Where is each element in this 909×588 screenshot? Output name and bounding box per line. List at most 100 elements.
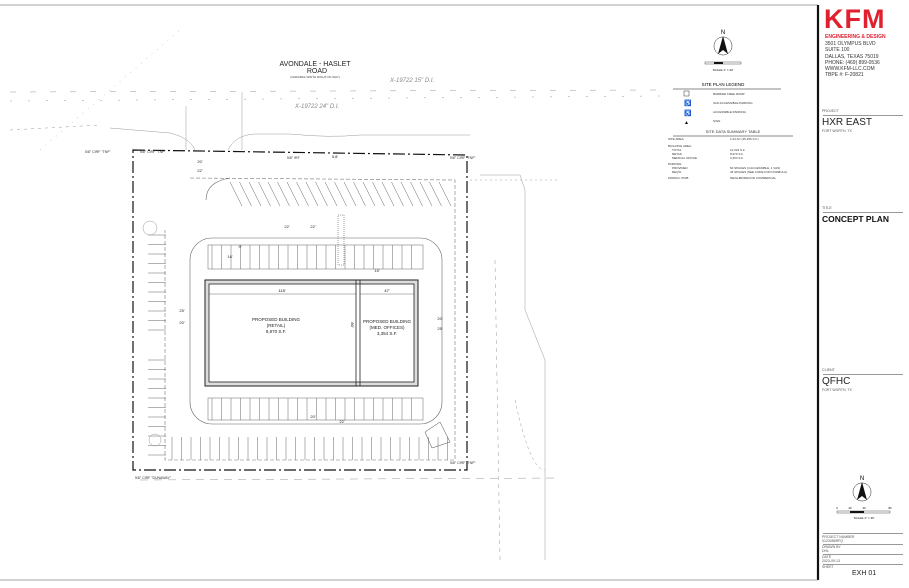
parking-stall-line xyxy=(229,181,243,207)
svg-text:MEDICAL OFFICE: MEDICAL OFFICE xyxy=(672,156,697,160)
svg-text:PROVIDED: PROVIDED xyxy=(672,166,689,170)
parking-stall-line xyxy=(372,181,385,207)
dim-building-depth: 80' xyxy=(350,322,355,327)
tree xyxy=(142,220,158,236)
svg-text:5/8" CIRF "DUNAWAY": 5/8" CIRF "DUNAWAY" xyxy=(135,476,172,480)
parking-stall-line xyxy=(353,181,366,207)
parking-stall-line xyxy=(277,181,290,207)
van-accessible-parking-icon: ♿ xyxy=(684,99,692,107)
svg-text:5/8" CIRF "TNP": 5/8" CIRF "TNP" xyxy=(140,150,166,154)
parking-stall-line xyxy=(381,181,395,207)
parking-stall-line xyxy=(248,181,262,207)
sheet-number: EXH 01 xyxy=(852,570,877,577)
north-arrow-top: N SCALE 1" = 20' xyxy=(704,30,742,72)
svg-text:18': 18' xyxy=(227,254,232,259)
kfm-logo: KFM xyxy=(824,4,886,34)
drawn-by-label: DRAWN BY xyxy=(822,545,841,549)
parking-stall-line xyxy=(239,181,252,207)
project-label: PROJECT xyxy=(822,109,839,113)
site-data-summary-table: SITE DATA SUMMARY TABLE SITE AREA:1.04 A… xyxy=(668,129,793,180)
parking-stall-line xyxy=(400,181,414,207)
svg-text:22': 22' xyxy=(284,224,289,229)
parking-stall-line xyxy=(258,181,271,207)
svg-text:20': 20' xyxy=(179,320,184,325)
company-address: 3501 OLYMPUS BLVD SUITE 100 DALLAS, TEXA… xyxy=(825,41,880,79)
svg-text:5/8" CIRF "TNP": 5/8" CIRF "TNP" xyxy=(450,461,476,465)
svg-text:PROPOSED BUILDING: PROPOSED BUILDING xyxy=(252,317,301,322)
kfm-logo-subtitle: ENGINEERING & DESIGN xyxy=(825,34,886,40)
svg-text:15': 15' xyxy=(374,268,379,273)
road-linework xyxy=(9,29,661,561)
drive-aisle-curb xyxy=(189,237,443,425)
road-name-line2: ROAD xyxy=(307,68,327,75)
client-name: QFHC xyxy=(822,376,851,387)
proposed-building xyxy=(204,279,419,387)
dim-office-width: 47' xyxy=(384,288,389,293)
svg-text:22': 22' xyxy=(310,224,315,229)
svg-text:RETAIL: RETAIL xyxy=(672,152,683,156)
dim-retail-width: 115' xyxy=(278,288,285,293)
project-name: HXR EAST xyxy=(822,117,873,128)
svg-text:5.8': 5.8' xyxy=(332,154,339,159)
svg-text:SITE AREA:: SITE AREA: xyxy=(668,137,685,141)
svg-text:REQ'D: REQ'D xyxy=(672,170,682,174)
property-boundary xyxy=(132,149,468,471)
parking-stalls xyxy=(148,181,452,460)
svg-text:(MED. OFFICES): (MED. OFFICES) xyxy=(370,325,405,330)
parking-stall-line xyxy=(410,181,423,207)
driveway-curb xyxy=(205,177,231,201)
svg-text:5/8" CIRF "TNP": 5/8" CIRF "TNP" xyxy=(85,150,111,154)
utility-label-15in: X-19722 15" D.I. xyxy=(389,78,434,84)
pavement-edge xyxy=(164,177,456,461)
dimension-labels: 20' 22' 5.8' 22' 22' 9' 18' 15' 25' 20' … xyxy=(179,154,442,424)
right-of-way-note: (VARIABLE WIDTH RIGHT-OF-WAY) xyxy=(290,75,340,79)
svg-text:46 SPACES (SEE CODE FOR FORMUL: 46 SPACES (SEE CODE FOR FORMULA) xyxy=(730,170,787,174)
svg-text:25': 25' xyxy=(179,308,184,313)
svg-text:SIGN: SIGN xyxy=(713,119,720,123)
svg-text:5/8" IRF: 5/8" IRF xyxy=(287,156,300,160)
svg-text:3,354 S.F.: 3,354 S.F. xyxy=(730,156,744,160)
parking-stall-line xyxy=(296,181,309,207)
svg-text:8,970 S.F.: 8,970 S.F. xyxy=(266,329,286,334)
svg-text:BUILDING AREA:: BUILDING AREA: xyxy=(668,144,692,148)
svg-text:SCALE 1" = 20': SCALE 1" = 20' xyxy=(713,68,734,72)
parking-stall-line xyxy=(419,181,433,207)
drawing-title: CONCEPT PLAN xyxy=(822,214,890,224)
svg-text:NEIGHBORHOOD COMMERCIAL: NEIGHBORHOOD COMMERCIAL xyxy=(730,176,777,180)
svg-text:TOTAL: TOTAL xyxy=(672,148,682,152)
svg-text:ACCESSIBLE PARKING: ACCESSIBLE PARKING xyxy=(713,110,747,114)
parking-stall-line xyxy=(343,181,357,207)
svg-text:PROPOSED BUILDING: PROPOSED BUILDING xyxy=(363,319,412,324)
project-location: FORT WORTH, TX xyxy=(822,129,852,133)
parking-stall-line xyxy=(324,181,338,207)
svg-text:(RETAIL): (RETAIL) xyxy=(267,323,286,328)
parking-stall-line xyxy=(305,181,319,207)
title-label: TITLE xyxy=(822,206,832,210)
svg-text:20': 20' xyxy=(437,316,442,321)
svg-text:8,970 S.F.: 8,970 S.F. xyxy=(730,152,744,156)
parking-stall-line xyxy=(334,181,347,207)
parking-stall-line xyxy=(391,181,404,207)
svg-text:SCALE 1" = 40': SCALE 1" = 40' xyxy=(854,516,875,520)
barrier-free-ramp-icon xyxy=(683,90,690,97)
label-office-building: PROPOSED BUILDING (MED. OFFICES) 3,354 S… xyxy=(363,319,412,336)
svg-text:VAN ACCESSIBLE PARKING: VAN ACCESSIBLE PARKING xyxy=(713,101,753,105)
svg-text:12,324 S.F.: 12,324 S.F. xyxy=(730,148,745,152)
site-plan-legend: SITE PLAN LEGEND ♿ ♿ ▲ BARRIER FREE RAMP… xyxy=(673,82,781,126)
svg-text:9': 9' xyxy=(239,244,242,249)
parking-stall-line xyxy=(315,181,328,207)
parking-stall-line xyxy=(362,181,376,207)
svg-text:20: 20 xyxy=(848,506,852,510)
project-number-label: PROJECT NUMBER xyxy=(822,535,855,539)
svg-text:5/8" CIRF "TNP": 5/8" CIRF "TNP" xyxy=(450,156,476,160)
date-label: DATE xyxy=(822,555,832,559)
svg-text:N: N xyxy=(860,476,864,482)
accessible-parking-icon: ♿ xyxy=(684,109,692,117)
monument-labels: 5/8" CIRF "TNP" 5/8" CIRF "TNP" 5/8" IRF… xyxy=(85,150,476,480)
legend-title: SITE PLAN LEGEND xyxy=(702,82,746,87)
label-retail-building: PROPOSED BUILDING (RETAIL) 8,970 S.F. xyxy=(252,317,301,334)
svg-text:PARKING:: PARKING: xyxy=(668,162,682,166)
parking-island-north xyxy=(207,244,424,270)
tree xyxy=(148,433,162,447)
svg-text:22': 22' xyxy=(197,168,202,173)
